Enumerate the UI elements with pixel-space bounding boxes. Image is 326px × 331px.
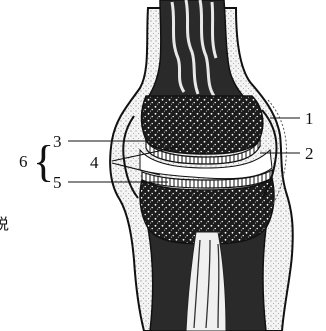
label-5: 5 [53,173,62,192]
label-3: 3 [53,132,62,151]
upper-bone-head [142,96,263,154]
label-2: 2 [305,144,314,163]
label-6: 6 [19,152,28,171]
label-4: 4 [90,153,99,172]
label-1: 1 [305,109,314,128]
cropped-edge-text: 说 [0,215,9,233]
brace-6: { [33,137,54,186]
